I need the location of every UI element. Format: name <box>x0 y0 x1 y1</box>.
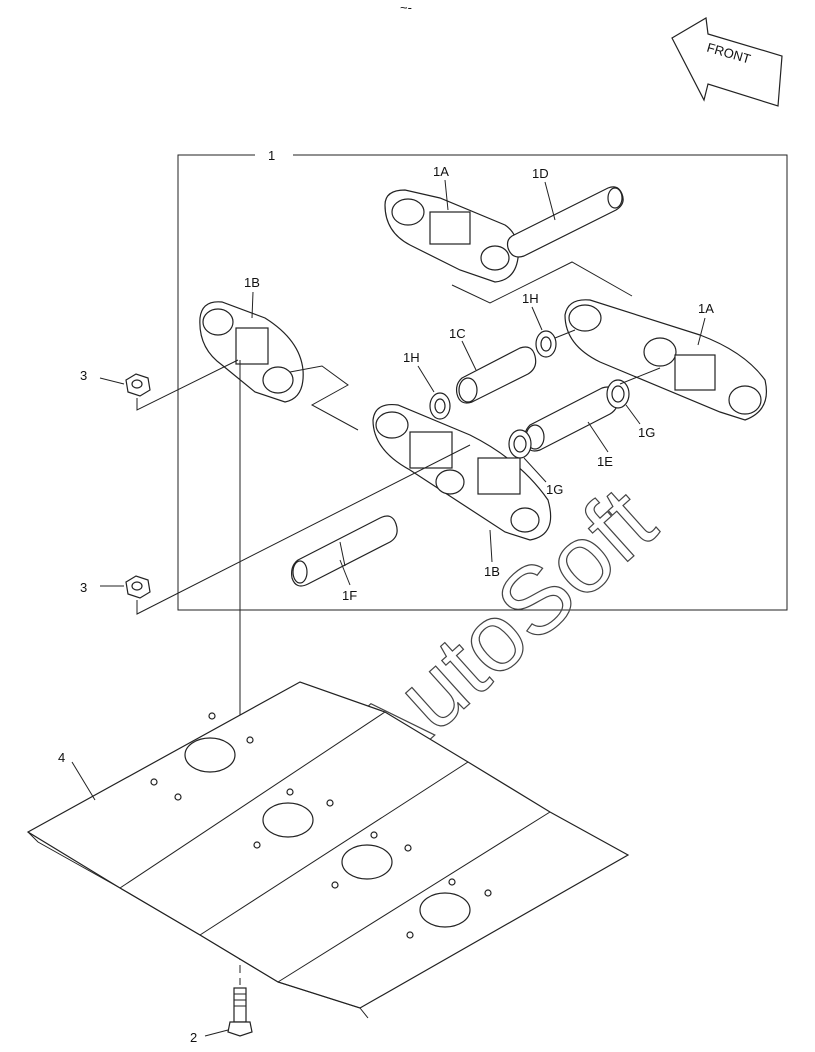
pin-icon <box>291 515 398 587</box>
track-link-icon <box>372 403 552 563</box>
label-1e: 1E <box>597 454 613 469</box>
nut-icon <box>100 444 471 615</box>
label-1a-right: 1A <box>698 301 714 316</box>
top-mark: ~- <box>400 0 412 15</box>
seal-ring-icon <box>508 429 547 483</box>
nut-icon <box>99 359 239 411</box>
label-1g-mid: 1G <box>546 482 563 497</box>
seal-ring-icon <box>531 306 557 358</box>
label-3-top: 3 <box>80 368 87 383</box>
label-1h-right: 1H <box>522 291 539 306</box>
pin-icon <box>506 181 624 258</box>
label-1: 1 <box>268 148 275 163</box>
label-1d: 1D <box>532 166 549 181</box>
track-shoe-icon <box>26 681 630 1019</box>
label-1b-left: 1B <box>244 275 260 290</box>
label-1g-right: 1G <box>638 425 655 440</box>
front-arrow-icon: FRONT <box>671 17 783 107</box>
bushing-icon <box>455 340 537 404</box>
track-link-icon <box>199 291 304 403</box>
label-1a-top: 1A <box>433 164 449 179</box>
seal-ring-icon <box>606 379 641 425</box>
label-1b-bottom: 1B <box>484 564 500 579</box>
track-link-icon <box>384 179 519 283</box>
label-3-bottom: 3 <box>80 580 87 595</box>
bolt-icon <box>204 987 253 1037</box>
seal-ring-icon <box>417 365 451 420</box>
label-4: 4 <box>58 750 65 765</box>
label-1c: 1C <box>449 326 466 341</box>
label-1h-left: 1H <box>403 350 420 365</box>
assembly-frame <box>177 154 788 611</box>
bushing-icon <box>523 386 619 453</box>
label-2: 2 <box>190 1030 197 1045</box>
label-1f: 1F <box>342 588 357 603</box>
track-link-icon <box>564 299 767 421</box>
